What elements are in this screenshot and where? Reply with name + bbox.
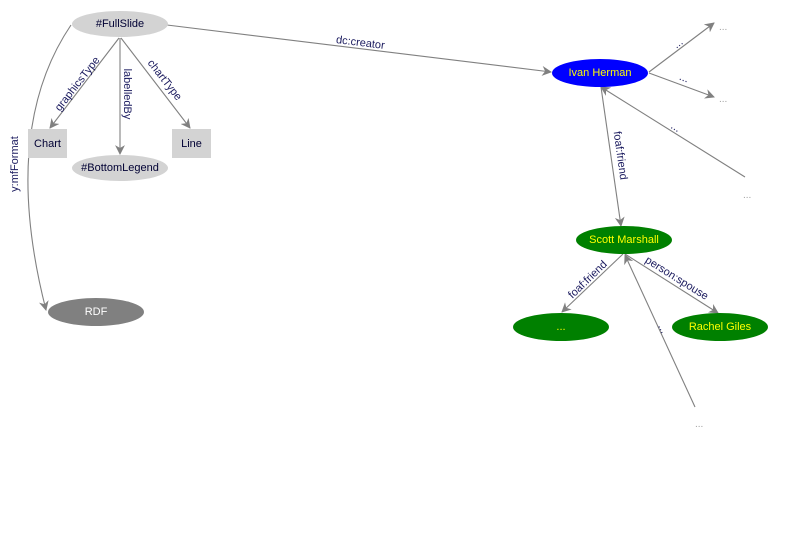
edge-ivan-foaf-friend	[600, 86, 625, 227]
node-label: Ivan Herman	[569, 67, 632, 79]
edge-graphics-type	[49, 37, 120, 129]
edge-label-labelled-by: labelledBy	[121, 69, 133, 120]
edge-label-ivan-out-2: ...	[678, 71, 691, 85]
node-line[interactable]: Line	[172, 129, 211, 158]
placeholder-node[interactable]: ...	[695, 419, 703, 430]
edge-dc-creator	[166, 24, 552, 76]
placeholder-node[interactable]: ...	[719, 94, 727, 105]
edge-scott-foaf-friend	[561, 253, 624, 313]
edge-label-dc-creator: dc:creator	[335, 34, 385, 52]
node-label: #BottomLegend	[81, 162, 159, 174]
node-chart[interactable]: Chart	[28, 129, 67, 158]
node-label: Chart	[34, 138, 61, 150]
edge-ivan-in	[600, 86, 746, 178]
node-label: Rachel Giles	[689, 321, 752, 333]
edge-person-spouse	[624, 253, 719, 314]
node-ivan-herman[interactable]: Ivan Herman	[552, 59, 648, 87]
node-rachel-giles[interactable]: Rachel Giles	[672, 313, 768, 341]
node-label: Line	[181, 138, 202, 150]
edge-y-mf-format	[27, 24, 72, 311]
node-friend-unknown[interactable]: ...	[513, 313, 609, 341]
placeholder-node[interactable]: ...	[719, 22, 727, 33]
node-label: ...	[556, 321, 565, 333]
node-label: RDF	[85, 306, 108, 318]
edge-label-y-mf-format: y:mfFormat	[9, 136, 21, 192]
edge-label-chart-type: chartType	[145, 57, 184, 102]
placeholder-node[interactable]: ...	[743, 190, 751, 201]
node-full-slide[interactable]: #FullSlide	[72, 11, 168, 37]
node-bottom-legend[interactable]: #BottomLegend	[72, 155, 168, 181]
node-rdf[interactable]: RDF	[48, 298, 144, 326]
edge-label-person-spouse: person:spouse	[643, 254, 711, 302]
edge-label-ivan-out-1: ...	[671, 36, 686, 51]
edge-ivan-out-1	[648, 22, 715, 73]
edge-label-graphics-type: graphicsType	[53, 55, 103, 114]
edge-scott-in	[624, 254, 696, 408]
node-label: #FullSlide	[96, 18, 144, 30]
edge-chart-type	[120, 37, 191, 129]
edge-label-scott-foaf-friend: foaf:friend	[566, 259, 610, 302]
edge-ivan-out-2	[648, 72, 715, 99]
edge-label-scott-in: ...	[655, 322, 670, 335]
node-label: Scott Marshall	[589, 234, 659, 246]
node-scott-marshall[interactable]: Scott Marshall	[576, 226, 672, 254]
edge-label-ivan-in: ...	[669, 120, 683, 135]
